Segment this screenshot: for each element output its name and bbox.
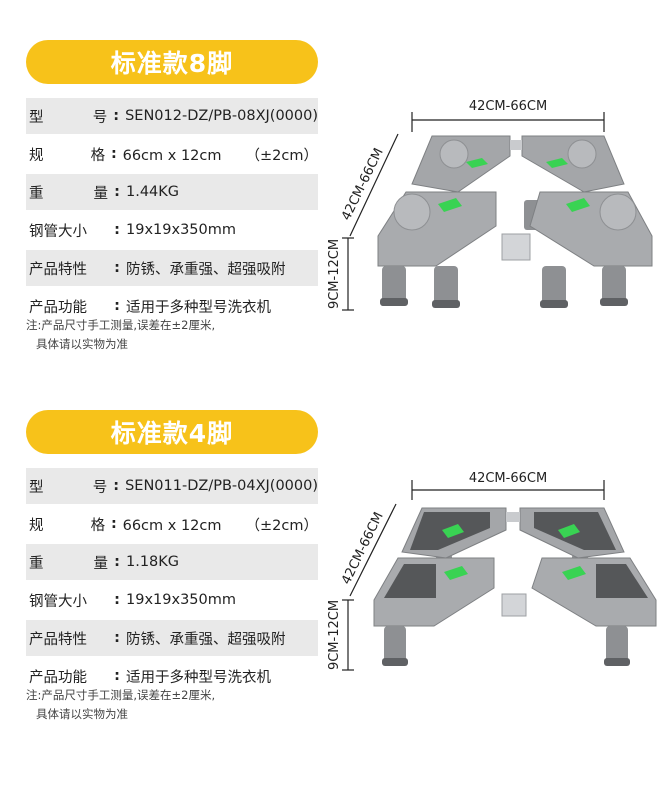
spec-value: 66cm x 12cm（±2cm） bbox=[122, 517, 318, 534]
spec-label: 重量 bbox=[29, 555, 108, 572]
spec-colon: : bbox=[114, 184, 120, 200]
spec-value: 适用于多种型号洗衣机 bbox=[126, 299, 271, 316]
spec-table: 型号 : SEN012-DZ/PB-08XJ(0000) 规格 : 66cm x… bbox=[26, 98, 318, 326]
spec-colon: : bbox=[114, 298, 120, 314]
height-dimension-label: 9CM-12CM bbox=[327, 239, 342, 309]
spec-label: 规格 bbox=[29, 517, 106, 534]
base-frame-illustration bbox=[373, 507, 657, 666]
spec-label: 型号 bbox=[29, 109, 108, 126]
section-title-banner: 标准款8脚 bbox=[26, 40, 318, 84]
measurement-note: 注:产品尺寸手工测量,误差在±2厘米, 具体请以实物为准 bbox=[26, 318, 216, 351]
spec-value: SEN012-DZ/PB-08XJ(0000) bbox=[125, 108, 318, 124]
product-section-4-legs: 标准款4脚 型号 : SEN011-DZ/PB-04XJ(0000) 规格 : … bbox=[0, 410, 660, 780]
spec-value: 19x19x350mm bbox=[126, 222, 236, 238]
spec-row-model: 型号 : SEN012-DZ/PB-08XJ(0000) bbox=[26, 98, 318, 134]
width-dimension-label: 42CM-66CM bbox=[469, 99, 547, 114]
base-frame-illustration bbox=[377, 135, 653, 308]
width-dimension: 42CM-66CM bbox=[411, 99, 605, 132]
depth-dimension-label: 42CM-66CM bbox=[339, 146, 387, 223]
spec-colon: : bbox=[114, 222, 120, 238]
spec-value: 1.44KG bbox=[126, 184, 180, 200]
spec-label: 重量 bbox=[29, 185, 108, 202]
spec-colon: : bbox=[110, 146, 117, 162]
spec-colon: : bbox=[114, 554, 120, 570]
product-section-8-legs: 标准款8脚 型号 : SEN012-DZ/PB-08XJ(0000) 规格 : … bbox=[0, 40, 660, 410]
spec-value: 19x19x350mm bbox=[126, 592, 236, 608]
product-figure-8-legs: 42CM-66CM 42CM-66CM 9CM-12CM bbox=[327, 99, 653, 311]
height-dimension: 9CM-12CM bbox=[327, 599, 354, 671]
spec-row-weight: 重量 : 1.44KG bbox=[26, 174, 318, 210]
spec-colon: : bbox=[114, 630, 120, 646]
spec-row-function: 产品功能 : 适用于多种型号洗衣机 bbox=[26, 658, 318, 694]
product-figure-4-legs: 42CM-66CM 42CM-66CM 9CM-12CM bbox=[327, 471, 657, 671]
spec-row-features: 产品特性 : 防锈、承重强、超强吸附 bbox=[26, 250, 318, 286]
height-dimension-label: 9CM-12CM bbox=[327, 600, 342, 670]
spec-label: 产品功能 bbox=[29, 299, 87, 316]
spec-value: 1.18KG bbox=[126, 554, 180, 570]
spec-colon: : bbox=[110, 516, 117, 532]
spec-value: 66cm x 12cm（±2cm） bbox=[122, 147, 318, 164]
depth-dimension-label: 42CM-66CM bbox=[339, 510, 387, 587]
spec-colon: : bbox=[114, 668, 120, 684]
spec-row-size: 规格 : 66cm x 12cm（±2cm） bbox=[26, 506, 318, 542]
measurement-note: 注:产品尺寸手工测量,误差在±2厘米, 具体请以实物为准 bbox=[26, 688, 216, 721]
section-title-banner: 标准款4脚 bbox=[26, 410, 318, 454]
spec-row-function: 产品功能 : 适用于多种型号洗衣机 bbox=[26, 288, 318, 324]
spec-colon: : bbox=[113, 478, 120, 494]
spec-label: 钢管大小 bbox=[29, 593, 87, 610]
spec-row-features: 产品特性 : 防锈、承重强、超强吸附 bbox=[26, 620, 318, 656]
spec-colon: : bbox=[114, 260, 120, 276]
spec-colon: : bbox=[114, 592, 120, 608]
spec-value: 适用于多种型号洗衣机 bbox=[126, 669, 271, 686]
spec-table: 型号 : SEN011-DZ/PB-04XJ(0000) 规格 : 66cm x… bbox=[26, 468, 318, 696]
spec-tolerance: （±2cm） bbox=[245, 517, 318, 534]
spec-value: SEN011-DZ/PB-04XJ(0000) bbox=[125, 478, 318, 494]
spec-value: 防锈、承重强、超强吸附 bbox=[126, 261, 286, 278]
spec-label: 产品特性 bbox=[29, 631, 87, 648]
spec-value: 防锈、承重强、超强吸附 bbox=[126, 631, 286, 648]
height-dimension: 9CM-12CM bbox=[327, 237, 354, 311]
spec-row-weight: 重量 : 1.18KG bbox=[26, 544, 318, 580]
spec-label: 钢管大小 bbox=[29, 223, 87, 240]
spec-row-tube: 钢管大小 : 19x19x350mm bbox=[26, 212, 318, 248]
spec-label: 规格 bbox=[29, 147, 106, 164]
spec-row-model: 型号 : SEN011-DZ/PB-04XJ(0000) bbox=[26, 468, 318, 504]
width-dimension: 42CM-66CM bbox=[411, 471, 605, 500]
spec-colon: : bbox=[113, 108, 120, 124]
spec-row-tube: 钢管大小 : 19x19x350mm bbox=[26, 582, 318, 618]
spec-label: 型号 bbox=[29, 479, 108, 496]
spec-label: 产品特性 bbox=[29, 261, 87, 278]
spec-row-size: 规格 : 66cm x 12cm（±2cm） bbox=[26, 136, 318, 172]
spec-tolerance: （±2cm） bbox=[245, 147, 318, 164]
spec-label: 产品功能 bbox=[29, 669, 87, 686]
width-dimension-label: 42CM-66CM bbox=[469, 471, 547, 486]
